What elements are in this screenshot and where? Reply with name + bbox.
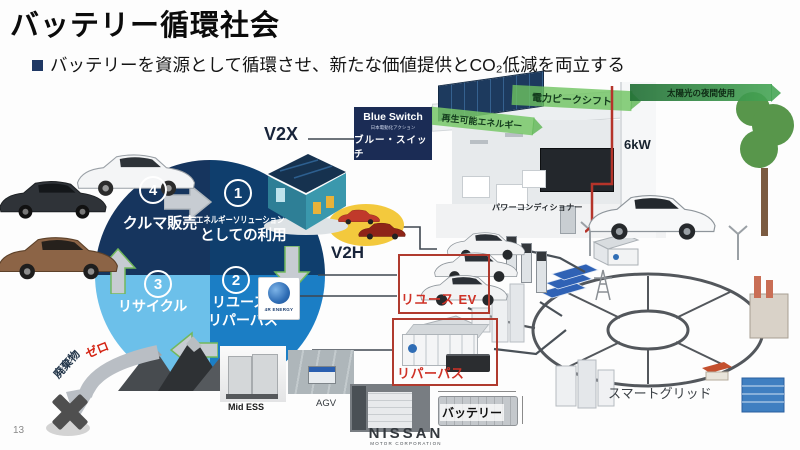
page-title: バッテリー循環社会 xyxy=(10,10,281,42)
ev-battery-pack xyxy=(446,354,490,372)
mid-ess-label: Mid ESS xyxy=(228,402,265,412)
bronze-suv xyxy=(0,237,118,280)
blue-switch-card: Blue Switch 日本電動化アクション ブルー・スイッチ xyxy=(354,107,432,160)
v2h-label: V2H xyxy=(331,243,365,262)
step-1-label-line2: としての利用 xyxy=(200,228,287,244)
bullet-square-icon xyxy=(32,60,43,71)
blue-office-building xyxy=(741,377,785,413)
mid-ess-photo xyxy=(220,346,286,402)
solar-roof-house xyxy=(702,362,732,381)
factory xyxy=(749,276,789,339)
step-2-label-line1: リユース xyxy=(212,294,268,310)
agv-photo xyxy=(288,350,354,394)
v2x-label: V2X xyxy=(264,124,299,144)
wall-charger-box xyxy=(560,206,576,234)
page-number: 13 xyxy=(13,425,25,436)
blue-switch-tagline: 日本電動化アクション xyxy=(370,125,416,130)
reuse-ev-highlight-box xyxy=(398,254,490,314)
battery-label: バッテリー xyxy=(440,404,505,421)
power-conditioner-label: パワーコンディショナー xyxy=(492,203,583,212)
ceiling-light xyxy=(470,140,488,144)
4r-energy-logo: 4R ENERGY xyxy=(258,277,300,320)
nissan-logo: NISSAN MOTOR CORPORATION xyxy=(348,425,464,446)
ess-base xyxy=(226,394,278,399)
transmission-tower xyxy=(594,269,612,301)
charging-post xyxy=(536,251,547,293)
tree-trunk xyxy=(761,168,768,236)
step-4-label: クルマ販売 xyxy=(122,215,198,232)
step-1-label-line1: エネルギーソリューション xyxy=(196,215,285,225)
showroom-counter xyxy=(522,170,546,188)
globe-swirl-icon xyxy=(268,282,290,304)
tree-foliage xyxy=(740,130,778,168)
dark-car xyxy=(0,181,107,219)
blue-switch-title-en: Blue Switch xyxy=(363,111,423,123)
reuse-ev-car xyxy=(434,252,518,282)
4r-energy-text: 4R ENERGY xyxy=(264,307,294,312)
red-minicar-1 xyxy=(338,209,380,225)
power-output-label: 6kW xyxy=(624,137,651,152)
v2x-building xyxy=(264,154,348,235)
reuse-ev-label: リユース EV xyxy=(401,292,477,307)
showroom-counter xyxy=(462,176,490,198)
step-3-label: リサイクル xyxy=(118,298,188,314)
storage-units xyxy=(368,392,412,428)
city-buildings xyxy=(471,283,615,409)
red-minicar-2 xyxy=(358,222,406,240)
night-use-arrow: 太陽光の夜間使用 xyxy=(630,83,781,102)
ess-cabinet xyxy=(228,356,252,396)
ess-cabinet xyxy=(252,354,278,396)
dimension-line xyxy=(522,396,523,424)
nissan-sub: MOTOR CORPORATION xyxy=(370,441,442,446)
step-1-badge: 1 xyxy=(224,179,252,207)
dimension-line xyxy=(438,391,516,392)
step-2-badge: 2 xyxy=(222,266,250,294)
blue-switch-title-ja: ブルー・スイッチ xyxy=(354,135,428,160)
building-silhouette xyxy=(352,386,366,430)
agv-label: AGV xyxy=(316,398,337,409)
stationary-storage-photo xyxy=(350,384,430,432)
no-landfill-x-icon xyxy=(46,394,90,436)
smart-grid-label: スマートグリッド xyxy=(608,386,712,401)
ceiling-light xyxy=(505,133,523,137)
showroom-counter xyxy=(496,184,528,208)
step-3-badge: 3 xyxy=(144,270,172,298)
arrow-right-icon xyxy=(164,183,212,221)
ess-logo-dot xyxy=(408,344,417,353)
repurpose-label: リパーパス xyxy=(397,366,465,381)
wind-turbine xyxy=(728,225,748,260)
leaf-ev-car xyxy=(588,195,716,240)
agv-vehicle xyxy=(308,366,336,384)
subtitle-text: バッテリーを資源として循環させ、新たな価値提供とCO₂低減を両立する xyxy=(50,55,626,75)
step-4-badge: 4 xyxy=(139,176,167,204)
nissan-wordmark: NISSAN xyxy=(368,425,444,442)
